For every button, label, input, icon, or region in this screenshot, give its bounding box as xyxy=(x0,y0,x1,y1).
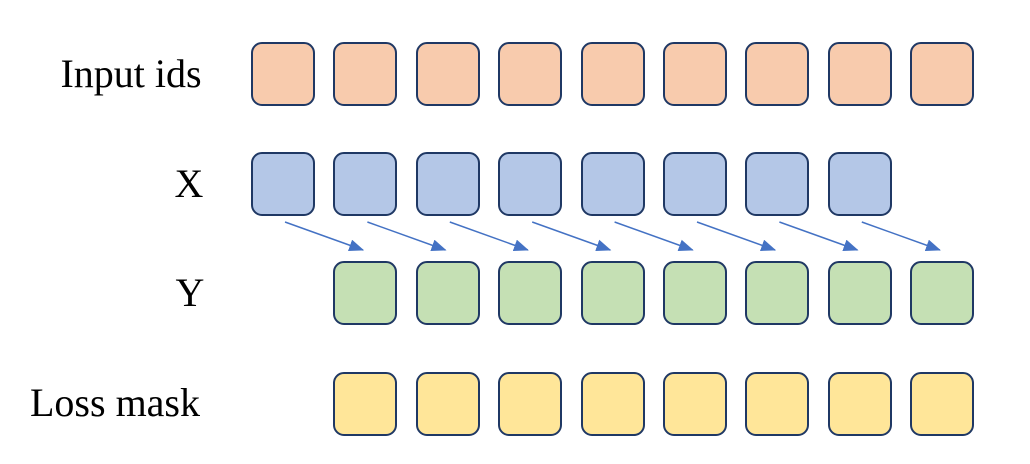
y-token-box xyxy=(580,261,645,325)
x-to-y-arrow xyxy=(367,221,447,251)
x-to-y-arrow xyxy=(696,221,777,251)
input-ids-token-box xyxy=(415,42,480,106)
x-token-box xyxy=(663,152,727,216)
input-ids-token-box xyxy=(663,42,727,106)
y-token-box xyxy=(333,261,398,325)
x-to-y-arrow xyxy=(531,221,612,251)
loss-mask-token-box xyxy=(415,372,480,436)
x-to-y-arrow xyxy=(779,221,859,251)
input-ids-token-box xyxy=(827,42,892,106)
loss-mask-token-box xyxy=(827,372,892,436)
loss-mask-token-box xyxy=(580,372,645,436)
y-token-box xyxy=(415,261,480,325)
input-ids-token-box xyxy=(745,42,810,106)
y-token-box xyxy=(910,261,975,325)
x-token-box xyxy=(251,152,315,216)
input-ids-token-box xyxy=(910,42,975,106)
x-to-y-arrow xyxy=(449,221,529,251)
y-token-box xyxy=(663,261,727,325)
x-to-y-arrow xyxy=(614,221,694,251)
x-token-box xyxy=(333,152,398,216)
loss-mask-token-box xyxy=(663,372,727,436)
loss-mask-token-box xyxy=(333,372,398,436)
input-ids-token-box xyxy=(251,42,315,106)
x-token-box xyxy=(498,152,563,216)
y-token-box xyxy=(827,261,892,325)
x-to-y-arrow xyxy=(861,221,941,251)
x-to-y-arrow xyxy=(284,221,365,251)
loss-mask-token-box xyxy=(498,372,563,436)
loss-mask-token-box xyxy=(910,372,975,436)
loss-mask-label: Loss mask xyxy=(30,380,200,425)
y-label: Y xyxy=(175,270,205,315)
input-ids-label: Input ids xyxy=(60,51,202,96)
input-ids-token-box xyxy=(333,42,398,106)
y-token-box xyxy=(745,261,810,325)
input-ids-token-box xyxy=(498,42,563,106)
x-label: X xyxy=(174,161,204,206)
x-token-box xyxy=(827,152,892,216)
x-token-box xyxy=(745,152,810,216)
x-token-box xyxy=(415,152,480,216)
loss-mask-token-box xyxy=(745,372,810,436)
input-ids-token-box xyxy=(580,42,645,106)
y-token-box xyxy=(498,261,563,325)
x-token-box xyxy=(580,152,645,216)
